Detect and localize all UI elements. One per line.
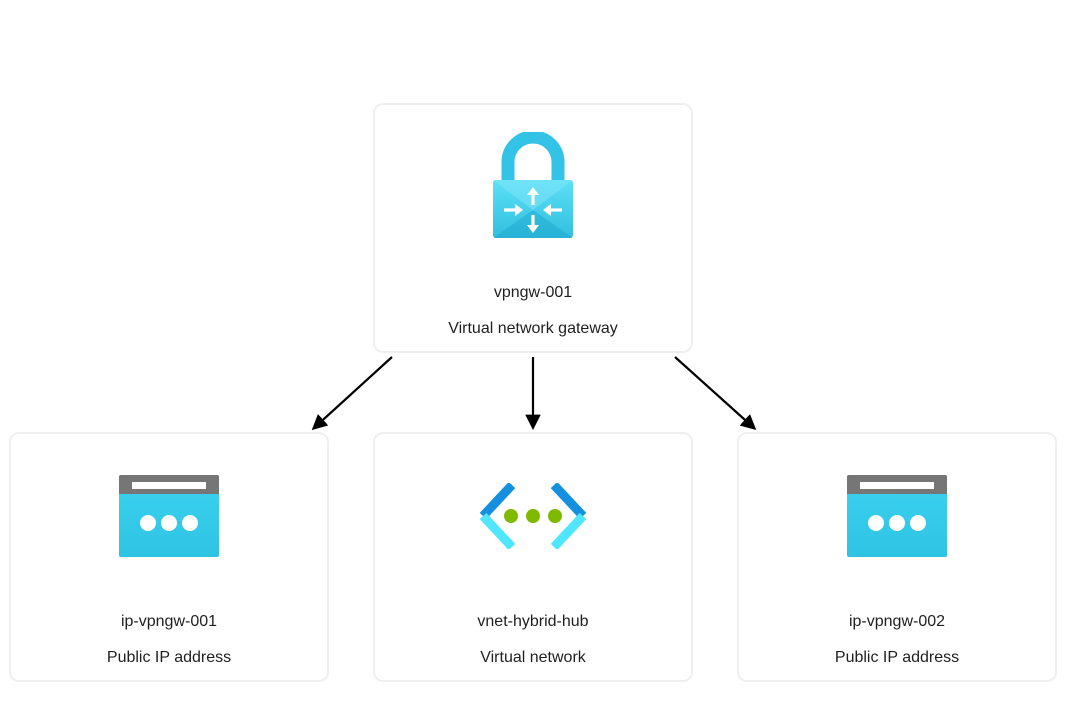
node-name: ip-vpngw-002 <box>848 613 946 630</box>
node-type: Public IP address <box>106 649 232 666</box>
node-name: vnet-hybrid-hub <box>477 613 589 630</box>
node-name: ip-vpngw-001 <box>120 613 218 630</box>
node-vnet-hybrid-hub[interactable]: vnet-hybrid-hub Virtual network <box>373 432 693 682</box>
node-vpngw-001[interactable]: vpngw-001 Virtual network gateway <box>373 103 693 353</box>
node-type: Public IP address <box>834 649 960 666</box>
node-ip-vpngw-002[interactable]: ip-vpngw-002 Public IP address <box>737 432 1057 682</box>
public-ip-icon <box>11 460 327 572</box>
public-ip-icon <box>739 460 1055 572</box>
node-type: Virtual network <box>480 649 586 666</box>
edge-gateway-to-ip2 <box>674 356 757 431</box>
node-type: Virtual network gateway <box>448 320 618 337</box>
virtual-network-icon <box>375 460 691 572</box>
vpn-gateway-lock-icon <box>375 131 691 243</box>
node-ip-vpngw-001[interactable]: ip-vpngw-001 Public IP address <box>9 432 329 682</box>
node-name: vpngw-001 <box>493 284 573 301</box>
edge-gateway-to-ip1 <box>311 356 393 431</box>
